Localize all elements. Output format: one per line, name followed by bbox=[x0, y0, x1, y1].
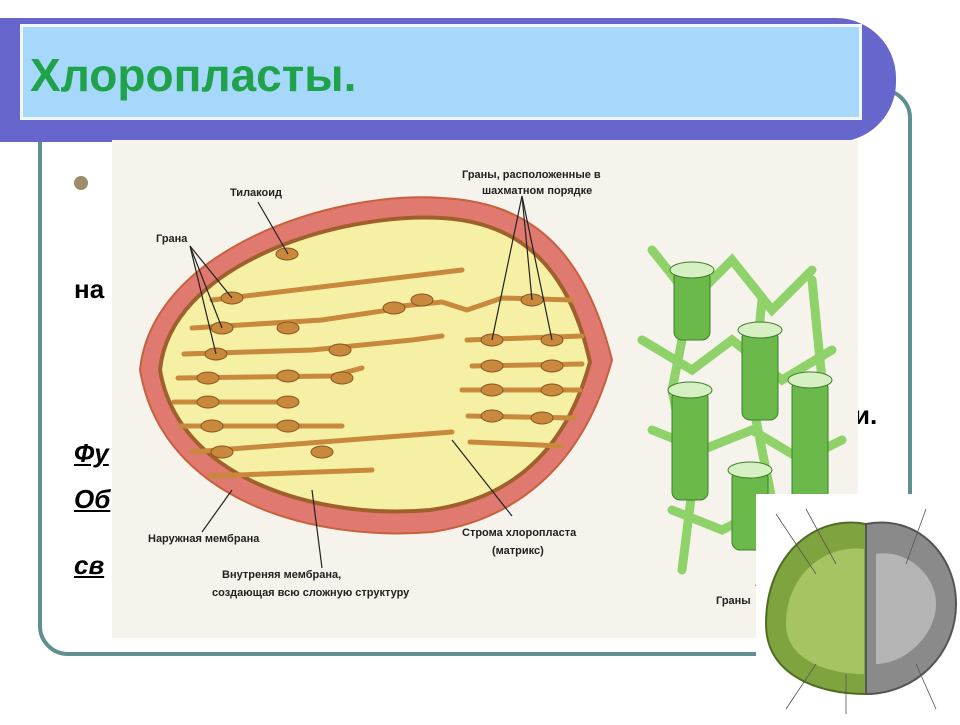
label-thylakoid: Тилакоид bbox=[230, 187, 282, 199]
text-fragment-2: и. bbox=[854, 400, 878, 430]
slide-title: Хлоропласты. bbox=[30, 49, 357, 101]
label-grana-checker-1: Граны, расположенные в bbox=[462, 169, 601, 181]
label-inner-membrane-2: создающая всю сложную структуру bbox=[212, 587, 410, 599]
grana-3d-caps bbox=[667, 261, 833, 479]
leader-lines bbox=[189, 195, 773, 587]
chloroplast-3d-photo-svg bbox=[764, 508, 958, 714]
label-grana: Грана bbox=[156, 233, 188, 245]
label-grana-checker-2: шахматном порядке bbox=[482, 185, 592, 197]
text-fragment-5: св bbox=[74, 550, 105, 580]
chloroplast-3d-photo bbox=[756, 494, 960, 720]
text-fragment-3: Фу bbox=[74, 438, 109, 468]
title-box bbox=[20, 24, 862, 120]
label-stroma-1: Строма хлоропласта bbox=[462, 527, 577, 539]
text-fragment-4: Об bbox=[74, 484, 111, 514]
bullet-icon bbox=[74, 176, 88, 190]
chloroplast-diagram: Тилакоид Грана Граны, расположенные в ша… bbox=[112, 140, 858, 638]
label-outer-membrane: Наружная мембрана bbox=[148, 533, 260, 545]
label-inner-membrane-1: Внутреняя мембрана, bbox=[222, 569, 341, 581]
label-stroma-2: (матрикс) bbox=[492, 545, 544, 557]
chloroplast-svg: Тилакоид Грана Граны, расположенные в ша… bbox=[138, 169, 847, 607]
text-fragment-1: на bbox=[74, 274, 105, 304]
label-grany: Граны bbox=[716, 595, 751, 607]
